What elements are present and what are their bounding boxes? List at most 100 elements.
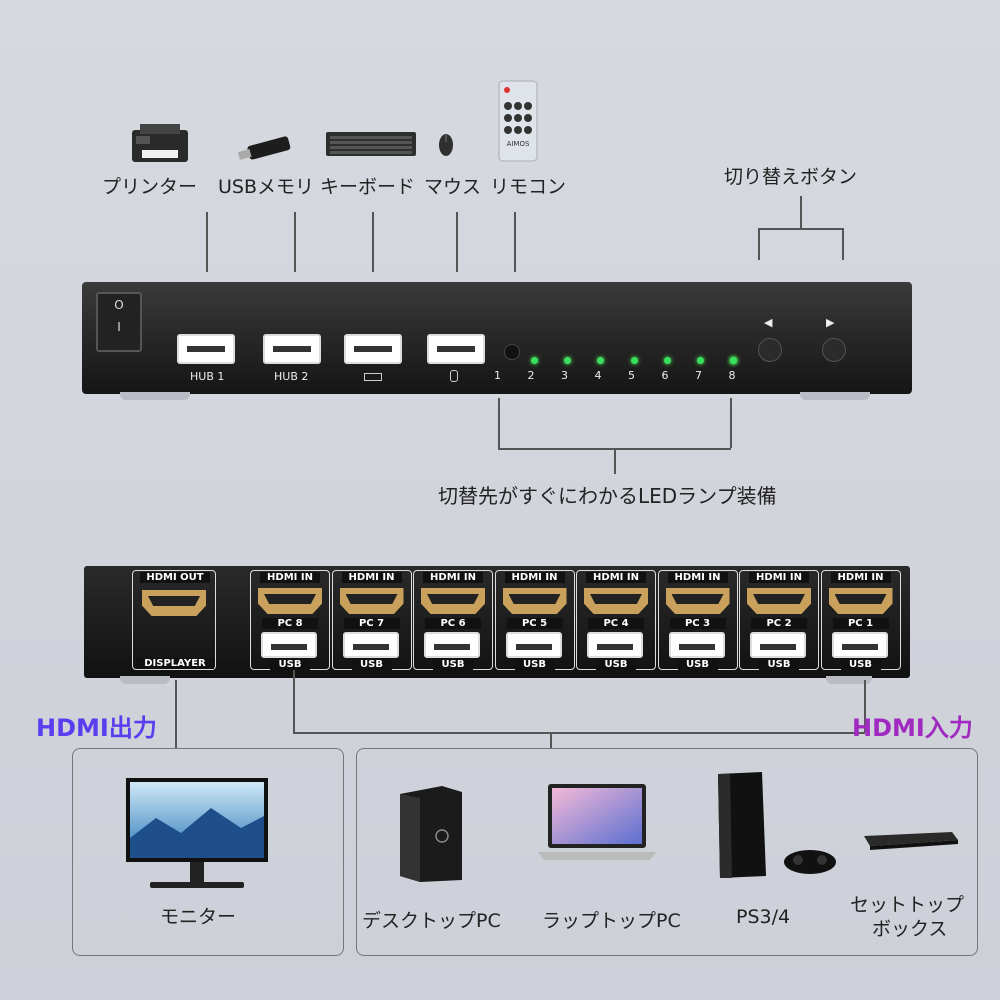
settop-box-icon xyxy=(862,826,960,852)
keyboard-label: キーボード xyxy=(320,176,416,198)
keyboard-port-icon xyxy=(364,373,382,381)
pc-label: PC 5 xyxy=(506,618,563,629)
hdmi-output-label: HDMI出力 xyxy=(36,714,157,742)
led-2 xyxy=(564,357,572,364)
settop-label-1: セットトップ xyxy=(850,894,965,916)
laptop-icon xyxy=(536,782,658,866)
usb-label: USB xyxy=(596,659,636,670)
hdmi-in-port[interactable] xyxy=(747,588,811,614)
remote-brand: AIMOS xyxy=(506,140,530,148)
hub2-port[interactable] xyxy=(263,334,321,364)
keyboard-port[interactable] xyxy=(344,334,402,364)
led-3 xyxy=(597,357,605,364)
left-arrow: ◀ xyxy=(764,316,773,329)
usb-in-port[interactable] xyxy=(424,632,480,658)
usb-in-port[interactable] xyxy=(505,632,562,658)
hdmi-in-label: HDMI IN xyxy=(260,572,320,583)
sources-box xyxy=(356,748,978,956)
mouse-port[interactable] xyxy=(427,334,485,364)
led-number-8: 8 xyxy=(728,369,736,382)
usb-label: USB xyxy=(433,659,473,670)
led-number-1: 1 xyxy=(494,369,501,382)
hdmi-in-label: HDMI IN xyxy=(423,572,483,583)
hdmi-out-port[interactable] xyxy=(142,590,206,616)
usb-label: USB xyxy=(514,659,555,670)
displayer-label: DISPLAYER xyxy=(136,658,214,669)
led-number-3: 3 xyxy=(561,369,568,382)
hdmi-out-label: HDMI OUT xyxy=(140,572,210,583)
led-8 xyxy=(730,357,737,364)
monitor-box xyxy=(72,748,344,956)
remote-label: リモコン xyxy=(490,176,567,198)
pc-label: PC 4 xyxy=(588,618,644,629)
hdmi-in-port[interactable] xyxy=(828,588,893,614)
hdmi-in-port[interactable] xyxy=(584,588,648,614)
ir-receiver xyxy=(504,344,520,360)
hdmi-in-label: HDMI IN xyxy=(749,572,809,583)
usb-label: USB xyxy=(270,659,310,670)
led-6 xyxy=(697,357,704,364)
led-number-4: 4 xyxy=(594,369,602,382)
monitor-label: モニター xyxy=(160,906,237,928)
led-5 xyxy=(663,357,671,364)
laptop-label: ラップトップPC xyxy=(542,910,681,932)
usb-label: USB xyxy=(677,659,718,670)
led-4 xyxy=(630,357,638,364)
usb-label: USB xyxy=(759,659,799,670)
usb-memory-label: USBメモリ xyxy=(218,176,315,198)
remote-icon: AIMOS xyxy=(498,80,538,162)
pc-label: PC 6 xyxy=(425,618,481,629)
hdmi-out-frame xyxy=(132,570,216,670)
next-button[interactable] xyxy=(822,338,846,362)
usb-in-port[interactable] xyxy=(261,632,317,658)
pc-label: PC 3 xyxy=(669,618,726,629)
pc-label: PC 1 xyxy=(832,618,889,629)
hub1-label: HUB 1 xyxy=(190,370,225,383)
led-number-5: 5 xyxy=(628,369,635,382)
power-off-symbol: O xyxy=(114,298,124,312)
settop-label-2: ボックス xyxy=(872,918,948,940)
hdmi-in-port[interactable] xyxy=(421,588,485,614)
usb-in-port[interactable] xyxy=(831,632,888,658)
desktop-icon xyxy=(398,784,464,884)
pc-label: PC 7 xyxy=(343,618,400,629)
switch-button-label: 切り替えボタン xyxy=(724,166,858,188)
keyboard-icon xyxy=(326,130,416,158)
led-number-2: 2 xyxy=(527,369,535,382)
usb-label: USB xyxy=(840,659,881,670)
hdmi-in-label: HDMI IN xyxy=(341,572,402,583)
usb-in-port[interactable] xyxy=(668,632,725,658)
desktop-label: デスクトップPC xyxy=(362,910,501,932)
hdmi-in-port[interactable] xyxy=(339,588,404,614)
mouse-icon xyxy=(438,132,454,158)
hdmi-in-label: HDMI IN xyxy=(586,572,646,583)
led-caption: 切替先がすぐにわかるLEDランプ装備 xyxy=(438,484,777,508)
hdmi-input-label: HDMI入力 xyxy=(852,714,973,742)
hdmi-in-port[interactable] xyxy=(258,588,322,614)
printer-icon xyxy=(130,124,190,164)
hub1-port[interactable] xyxy=(177,334,235,364)
monitor-icon xyxy=(126,778,268,890)
power-switch[interactable]: O I xyxy=(96,292,142,352)
mouse-port-icon xyxy=(450,370,458,382)
usb-memory-icon xyxy=(236,136,294,162)
hub2-label: HUB 2 xyxy=(274,370,309,383)
prev-button[interactable] xyxy=(758,338,782,362)
ps-label: PS3/4 xyxy=(736,906,791,928)
led-1 xyxy=(531,357,538,364)
led-number-7: 7 xyxy=(695,369,702,382)
led-number-6: 6 xyxy=(661,369,669,382)
hdmi-in-label: HDMI IN xyxy=(504,572,565,583)
hdmi-in-label: HDMI IN xyxy=(667,572,728,583)
usb-in-port[interactable] xyxy=(750,632,806,658)
pc-label: PC 8 xyxy=(262,618,318,629)
usb-in-port[interactable] xyxy=(587,632,643,658)
power-on-symbol: I xyxy=(117,320,121,334)
pc-label: PC 2 xyxy=(751,618,807,629)
game-console-icon xyxy=(714,770,844,882)
right-arrow: ▶ xyxy=(826,316,835,329)
hdmi-in-port[interactable] xyxy=(502,588,567,614)
hdmi-in-port[interactable] xyxy=(665,588,730,614)
usb-in-port[interactable] xyxy=(342,632,399,658)
mouse-label: マウス xyxy=(424,176,482,198)
